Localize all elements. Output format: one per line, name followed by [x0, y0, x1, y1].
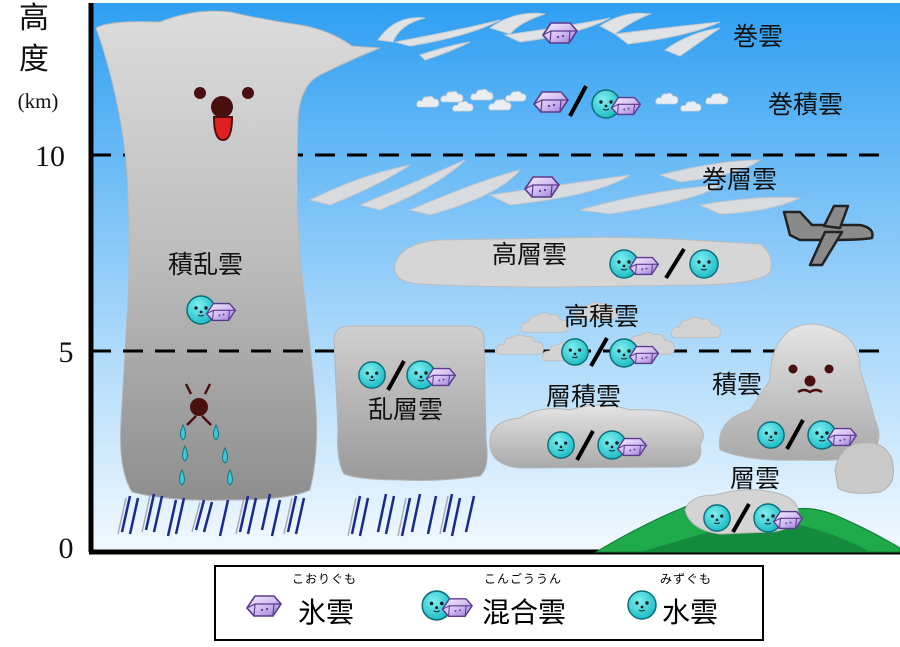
altostratus-label: 高層雲: [492, 240, 567, 269]
happy-face-icon: [194, 87, 254, 142]
legend-ruby-water: みずぐも: [660, 572, 713, 586]
cumulonimbus-cloud: [95, 10, 381, 501]
separator-slash: [568, 85, 588, 117]
legend-label-water: 水雲: [662, 596, 719, 629]
legend-item-water: みずぐも 水雲: [616, 567, 762, 639]
tick-label-10: 10: [35, 140, 65, 173]
cumulonimbus-label: 積乱雲: [168, 250, 243, 279]
cirrocumulus-label: 巻積雲: [768, 90, 843, 119]
stratus-label: 層雲: [730, 464, 780, 493]
ice-crystal-icon: [524, 176, 560, 198]
separator-slash: [589, 337, 609, 367]
cirrus-label: 巻雲: [733, 22, 783, 51]
cirrostratus-label: 巻層雲: [702, 165, 777, 194]
tick-label-0: 0: [59, 532, 74, 565]
mixed-cloud-icon: [420, 589, 476, 622]
cumulus-label: 積雲: [712, 370, 762, 399]
separator-slash: [785, 419, 805, 450]
water-drop-face-icon: [757, 421, 785, 449]
water-drop-face-icon: [627, 590, 657, 620]
water-drop-face-icon: [547, 431, 575, 459]
water-drop-face-icon: [689, 249, 719, 279]
rain-shadow: [117, 495, 449, 537]
stratocumulus-label: 層積雲: [546, 382, 621, 411]
legend-item-ice: こおりぐも 氷雲: [216, 567, 396, 639]
cirrostratus-cloud: [308, 159, 802, 216]
rain-streaks: [120, 493, 476, 537]
crying-face-icon: [184, 383, 212, 426]
separator-slash: [575, 430, 595, 461]
water-drop-face-icon: [703, 504, 731, 532]
legend-item-mixed: こんごううん 混合雲: [412, 567, 612, 639]
axis-title-1: 高: [19, 2, 49, 35]
water-drop-face-icon: [358, 361, 386, 389]
rain-drops: [179, 423, 233, 486]
water-drop-face-icon: [561, 338, 589, 366]
separator-slash: [731, 503, 751, 533]
ice-crystal-icon: [246, 595, 282, 617]
airplane-icon: [782, 204, 874, 267]
separator-slash: [386, 360, 406, 391]
smiling-face-icon: [788, 364, 834, 394]
legend: こおりぐも 氷雲 こんごううん 混合雲 みずぐも 水雲: [214, 565, 764, 641]
nimbostratus-label: 乱層雲: [368, 395, 443, 424]
axis-unit: (km): [18, 89, 59, 113]
legend-label-mixed: 混合雲: [482, 596, 567, 629]
ice-crystal-icon: [533, 91, 569, 113]
separator-slash: [664, 247, 686, 280]
tick-label-5: 5: [59, 336, 74, 369]
stratocumulus-cloud: [489, 404, 704, 469]
axis-title-2: 度: [19, 43, 49, 76]
legend-label-ice: 氷雲: [298, 596, 355, 629]
legend-ruby-ice: こおりぐも: [292, 572, 358, 586]
legend-ruby-mixed: こんごううん: [484, 572, 563, 586]
altocumulus-label: 高積雲: [564, 302, 639, 331]
ice-crystal-icon: [542, 22, 578, 44]
altostratus-cloud: [394, 236, 772, 288]
